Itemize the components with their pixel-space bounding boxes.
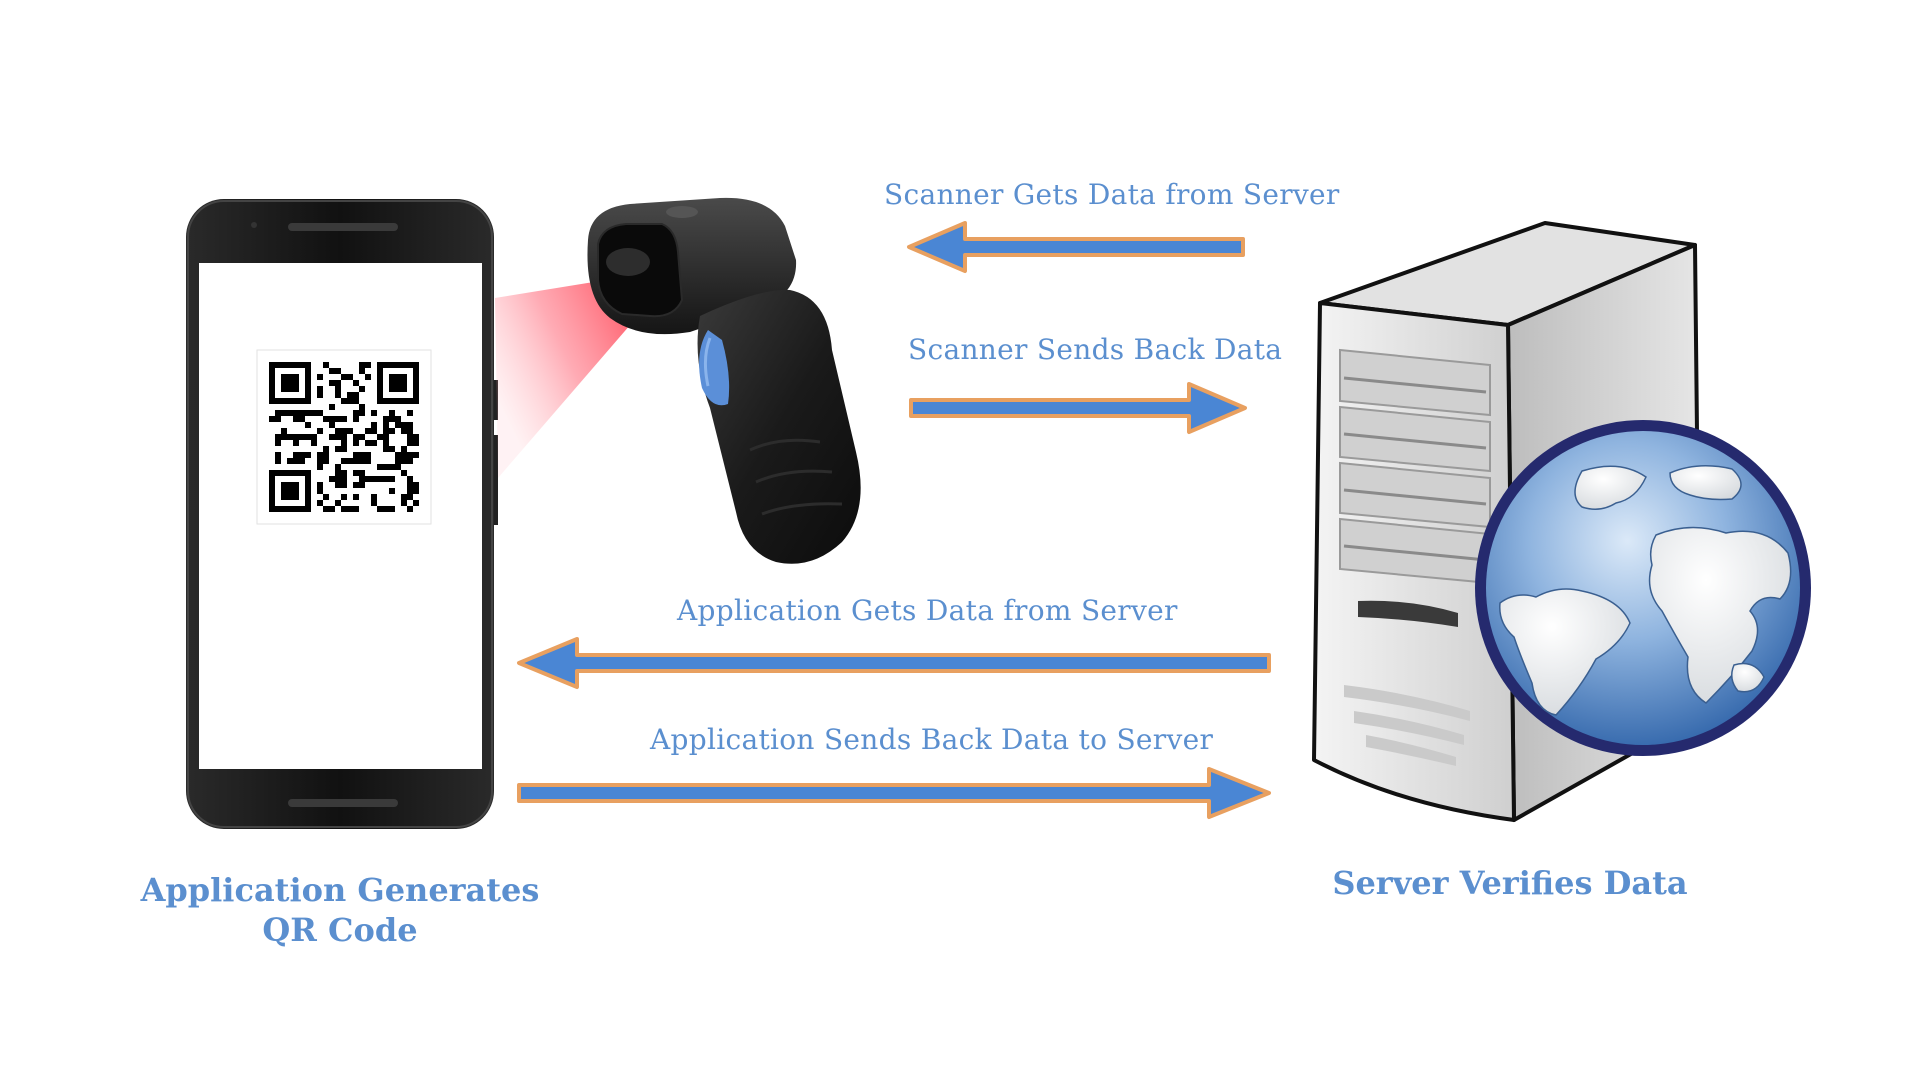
caption-server: Server Verifies Data — [1332, 864, 1688, 902]
caption-application-line1: Application Generates — [140, 871, 540, 909]
arrow-app-sends — [517, 767, 1271, 819]
label-app-sends-data: Application Sends Back Data to Server — [650, 723, 1214, 756]
barcode-scanner-icon — [587, 197, 861, 564]
caption-application-line2: QR Code — [262, 911, 418, 949]
globe-icon — [1475, 420, 1811, 756]
arrow-scanner-gets — [907, 221, 1245, 273]
caption-application: Application Generates QR Code — [140, 870, 540, 950]
label-scanner-gets-data: Scanner Gets Data from Server — [884, 178, 1340, 211]
qr-code-icon — [256, 349, 432, 525]
arrow-app-gets — [517, 637, 1271, 689]
label-app-gets-data: Application Gets Data from Server — [677, 594, 1178, 627]
arrow-scanner-sends — [909, 382, 1247, 434]
label-scanner-sends-data: Scanner Sends Back Data — [908, 333, 1283, 366]
